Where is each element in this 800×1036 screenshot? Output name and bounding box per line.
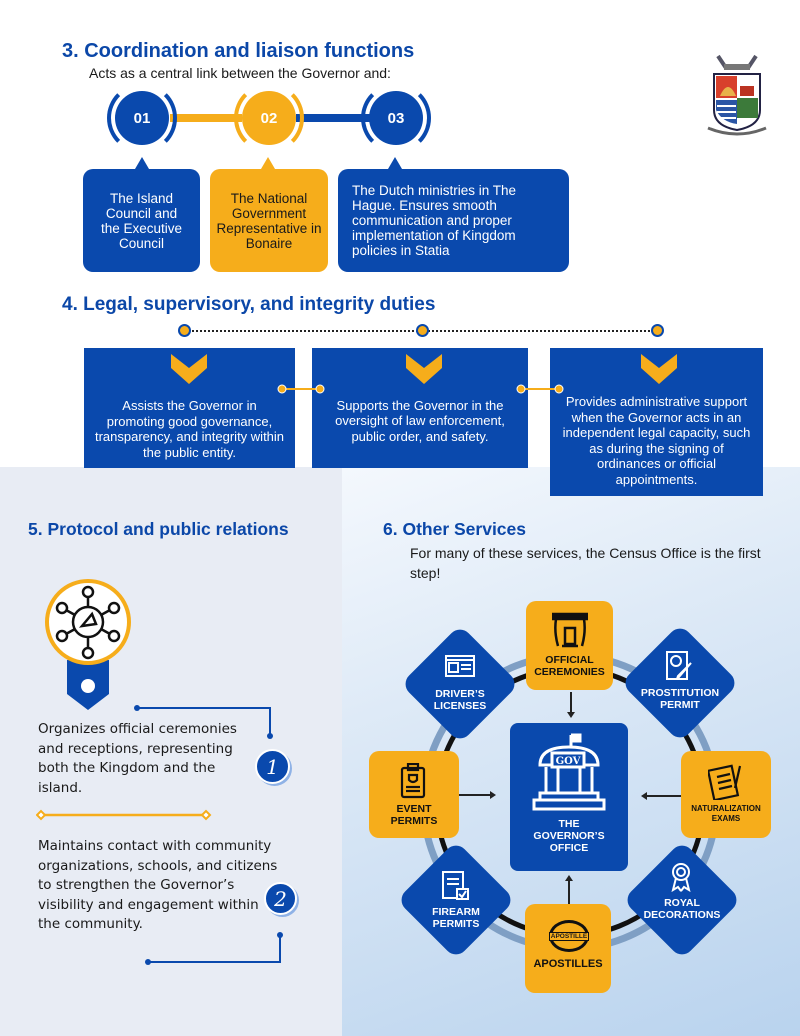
step-card: The Dutch ministries in The Hague. Ensur…	[338, 169, 569, 272]
arrow-head	[490, 791, 496, 799]
service-label: APOSTILLES	[533, 958, 603, 970]
clipboard-shield-icon	[400, 763, 426, 799]
ceremony-stage-icon	[552, 612, 588, 648]
bracket-line	[145, 932, 283, 965]
apostille-stamp-text: APOSTILLE	[548, 931, 590, 941]
exam-paper-icon	[708, 764, 742, 800]
step-number-badge: 01	[115, 91, 169, 145]
connector-line	[170, 114, 242, 122]
step-ring	[361, 83, 431, 153]
step-ring	[107, 83, 177, 153]
connector-line	[296, 114, 370, 122]
duty-text: Provides administrative support when the…	[562, 394, 751, 487]
apostille-stamp-icon: APOSTILLE	[548, 920, 590, 952]
arrow-left	[646, 795, 681, 797]
pointer-triangle	[135, 157, 149, 169]
step-card: The Island Council and the Executive Cou…	[83, 169, 200, 272]
id-card-icon	[445, 655, 475, 677]
timeline-dot	[178, 324, 191, 337]
section5-panel	[0, 467, 342, 1036]
government-building-icon: GOV	[532, 733, 606, 811]
service-label: EVENT PERMITS	[390, 803, 438, 827]
certificate-pen-icon	[666, 651, 692, 680]
step-card: The National Government Representative i…	[210, 169, 328, 272]
section3-subtitle: Acts as a central link between the Gover…	[89, 65, 391, 81]
timeline-dot	[416, 324, 429, 337]
protocol-item-text: Organizes official ceremonies and recept…	[38, 721, 237, 796]
chevron-down-icon	[641, 354, 677, 384]
badge-number: 2	[274, 886, 287, 911]
arrow-up	[568, 880, 570, 904]
duty-text: Supports the Governor in the oversight o…	[335, 397, 505, 444]
section6-subtitle: For many of these services, the Census O…	[410, 545, 761, 581]
service-naturalization-exams	[681, 751, 771, 838]
service-event-permits	[369, 751, 459, 838]
divider-line	[36, 809, 212, 821]
protocol-item-text: Maintains contact with community organiz…	[38, 838, 278, 932]
step-number-badge: 03	[369, 91, 423, 145]
section4-title: 4. Legal, supervisory, and integrity dut…	[62, 294, 436, 315]
timeline-dot	[651, 324, 664, 337]
document-check-icon	[442, 871, 469, 900]
community-network-icon	[45, 579, 131, 710]
governors-office-label: THE GOVERNOR’S OFFICE	[533, 818, 605, 854]
arrow-head	[565, 875, 573, 881]
arrow-right	[458, 794, 492, 796]
section5-title: 5. Protocol and public relations	[28, 519, 289, 539]
arrow-head	[641, 792, 647, 800]
pointer-triangle	[388, 157, 402, 169]
card-connector	[516, 384, 564, 394]
duty-card: Supports the Governor in the oversight o…	[312, 348, 528, 468]
chevron-down-icon	[406, 354, 442, 384]
card-connector	[277, 384, 325, 394]
gov-sign: GOV	[556, 756, 581, 767]
service-label: ROYAL DECORATIONS	[643, 897, 721, 921]
arrow-head	[567, 712, 575, 718]
service-label: PROSTITUTION PERMIT	[640, 687, 720, 711]
number-badge: 2	[264, 882, 297, 915]
service-label: NATURALIZATION EXAMS	[691, 804, 761, 823]
number-badge: 1	[255, 749, 290, 784]
step-number-badge: 02	[242, 91, 296, 145]
pointer-triangle	[261, 157, 275, 169]
arrow-down	[570, 692, 572, 714]
step-ring	[234, 83, 304, 153]
service-label: OFFICIAL CEREMONIES	[534, 654, 605, 678]
chevron-down-icon	[171, 354, 207, 384]
duty-text: Assists the Governor in promoting good g…	[94, 398, 285, 460]
coat-of-arms-logo	[707, 54, 767, 136]
service-label: DRIVER’S LICENSES	[433, 688, 487, 712]
section6-title: 6. Other Services	[383, 519, 526, 539]
service-label: FIREARM PERMITS	[432, 906, 480, 930]
bracket-line	[134, 705, 273, 739]
section3-title: 3. Coordination and liaison functions	[62, 40, 415, 62]
award-ribbon-icon	[671, 863, 691, 892]
badge-number: 1	[266, 754, 279, 779]
